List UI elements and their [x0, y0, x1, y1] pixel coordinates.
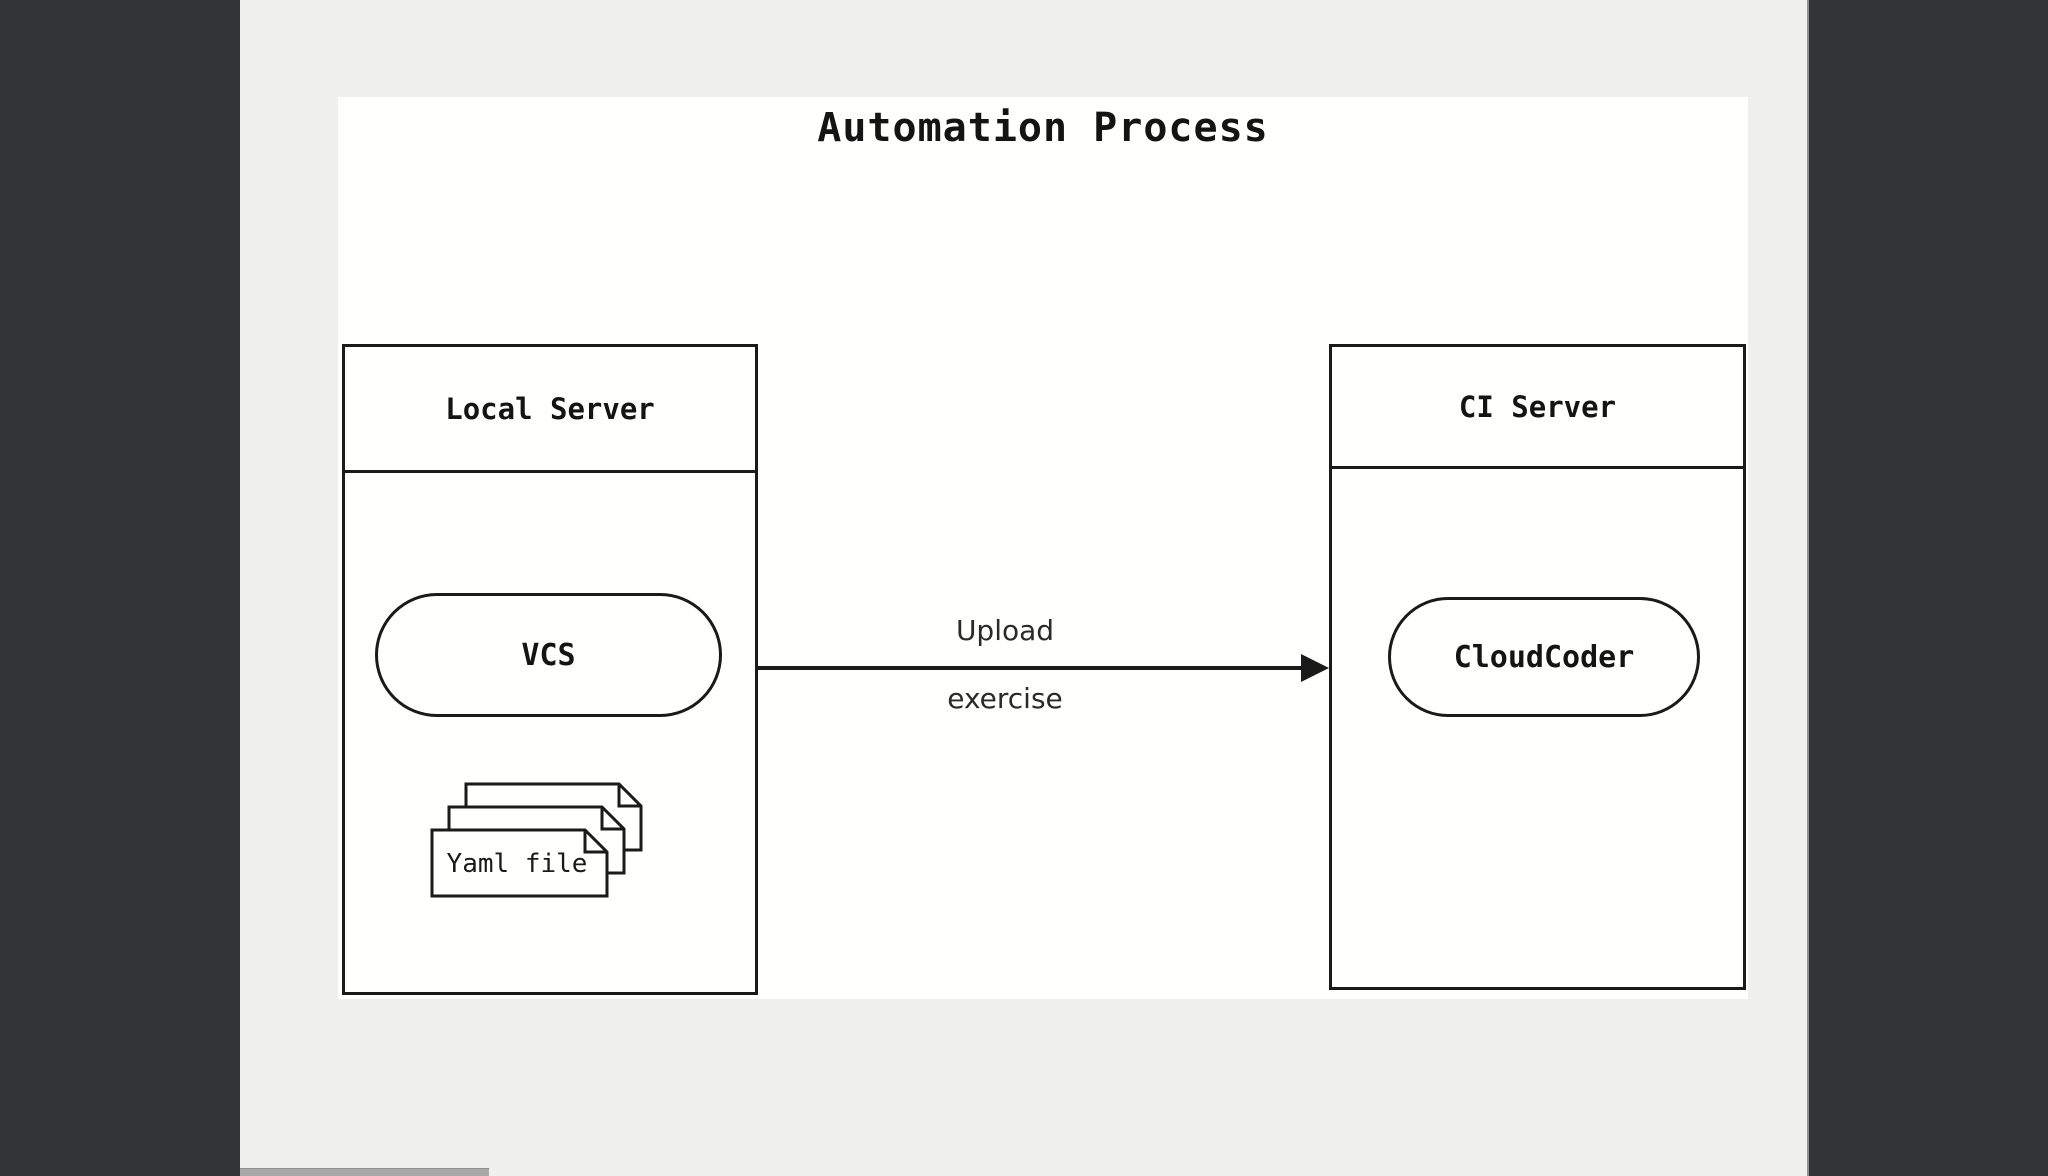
upload-arrowhead-icon	[1301, 654, 1329, 682]
edge-label-upload: Upload	[955, 614, 1055, 647]
node-local-server: Local Server	[342, 344, 758, 995]
ci-server-header: CI Server	[1332, 347, 1743, 469]
diagram-title: Automation Process	[817, 105, 1269, 151]
horizontal-scrollbar-thumb[interactable]	[240, 1168, 489, 1176]
local-server-header: Local Server	[345, 347, 755, 473]
yaml-file-label: Yaml file	[447, 849, 588, 879]
ci-server-label: CI Server	[1458, 389, 1617, 424]
node-cloudcoder: CloudCoder	[1388, 597, 1700, 717]
right-letterbox-panel	[1807, 0, 2048, 1176]
edge-label-exercise: exercise	[947, 682, 1063, 715]
node-ci-server: CI Server	[1329, 344, 1746, 990]
document-stack-icon	[430, 782, 643, 898]
cloudcoder-label: CloudCoder	[1453, 639, 1635, 675]
local-server-label: Local Server	[445, 391, 655, 426]
left-letterbox-panel	[0, 0, 240, 1176]
node-vcs: VCS	[375, 593, 722, 717]
node-yaml-file: Yaml file	[430, 782, 643, 898]
diagram-canvas: Automation Process Local Server CI Serve…	[338, 97, 1748, 999]
vcs-label: VCS	[521, 637, 576, 673]
upload-arrow-line	[758, 666, 1303, 670]
